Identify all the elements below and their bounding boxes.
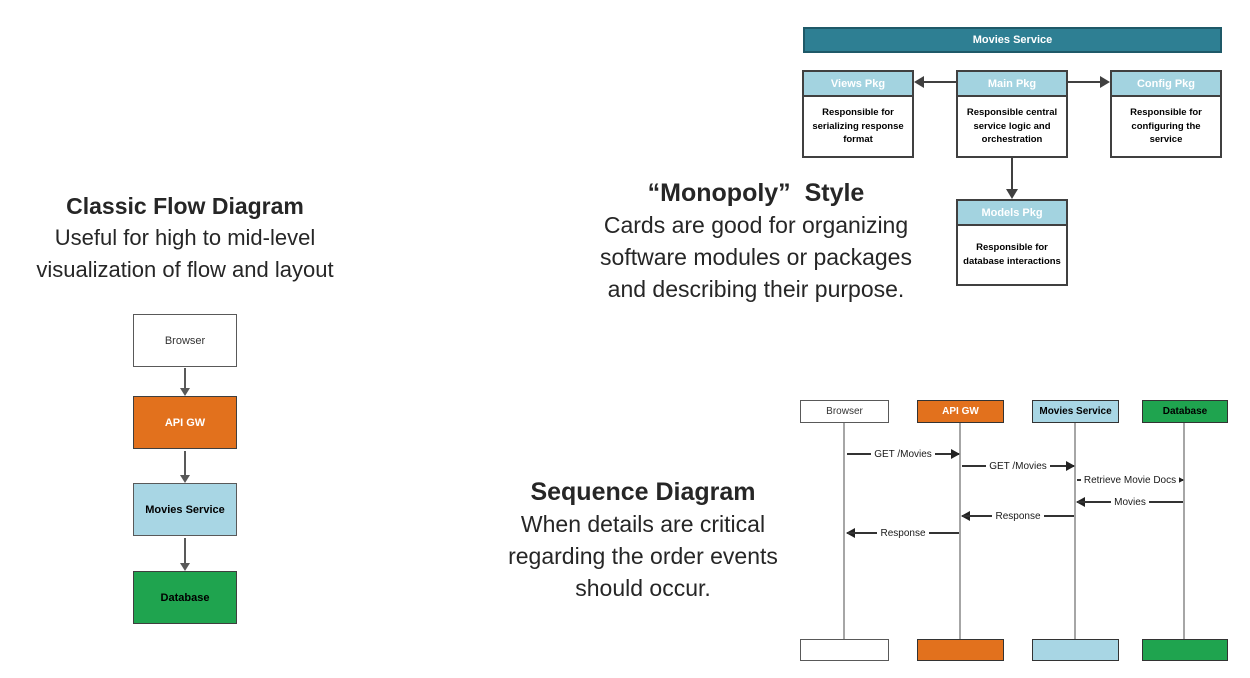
card-section-desc-line-3: and describing their purpose.	[607, 276, 905, 302]
sequence-message-response-1: Response	[961, 509, 1075, 523]
card-main-pkg: Main Pkg Responsible central service log…	[956, 70, 1068, 158]
sequence-message-response-2: Response	[846, 526, 960, 540]
flow-section-desc-line-1: Useful for high to mid-level	[54, 225, 316, 250]
card-container-label: Movies Service	[972, 34, 1053, 46]
flow-node-database-label: Database	[160, 591, 210, 604]
card-views-pkg: Views Pkg Responsible for serializing re…	[802, 70, 914, 158]
flow-section-caption: Classic Flow Diagram Useful for high to …	[8, 190, 362, 286]
sequence-message-get-movies-2-label: GET /Movies	[986, 460, 1050, 472]
sequence-participant-api-gw-label: API GW	[942, 406, 979, 417]
sequence-message-retrieve-movie-docs: Retrieve Movie Docs	[1076, 473, 1184, 487]
card-models-pkg: Models Pkg Responsible for database inte…	[956, 199, 1068, 286]
lifeline-browser	[843, 423, 845, 640]
flow-node-api-gw-label: API GW	[164, 416, 206, 429]
card-arrow-main-to-views-head	[914, 76, 924, 88]
sequence-endpoint-api-gw	[917, 639, 1004, 661]
card-main-pkg-body: Responsible central service logic and or…	[966, 106, 1058, 146]
card-views-pkg-title: Views Pkg	[804, 72, 912, 97]
flow-arrow-apigw-to-movies	[180, 451, 190, 483]
sequence-message-movies-label: Movies	[1111, 496, 1149, 508]
sequence-section-desc-line-3: should occur.	[575, 575, 711, 601]
flow-node-browser: Browser	[133, 314, 237, 367]
card-arrow-main-to-views-line	[924, 81, 956, 83]
card-config-pkg: Config Pkg Responsible for configuring t…	[1110, 70, 1222, 158]
sequence-participant-movies-service-label: Movies Service	[1039, 406, 1112, 417]
card-section-desc-line-1: Cards are good for organizing	[603, 212, 909, 238]
card-section-caption: “Monopoly” Style Cards are good for orga…	[578, 177, 934, 305]
sequence-participant-movies-service: Movies Service	[1032, 400, 1119, 423]
lifeline-movies-service	[1074, 423, 1076, 640]
flow-node-movies-service: Movies Service	[133, 483, 237, 536]
sequence-participant-database: Database	[1142, 400, 1228, 423]
sequence-message-response-1-label: Response	[992, 510, 1044, 522]
lifeline-api-gw	[959, 423, 961, 640]
flow-arrow-movies-to-database	[180, 538, 190, 571]
card-config-pkg-body: Responsible for configuring the service	[1130, 106, 1202, 146]
card-arrow-main-to-config-line	[1068, 81, 1100, 83]
sequence-section-caption: Sequence Diagram When details are critic…	[476, 476, 810, 604]
lifeline-database	[1183, 423, 1185, 640]
sequence-endpoint-browser	[800, 639, 889, 661]
sequence-message-get-movies-1: GET /Movies	[846, 447, 960, 461]
flow-node-database: Database	[133, 571, 237, 624]
sequence-message-retrieve-movie-docs-label: Retrieve Movie Docs	[1080, 474, 1180, 486]
card-container-movies-service: Movies Service	[803, 27, 1222, 53]
sequence-message-get-movies-2: GET /Movies	[961, 459, 1075, 473]
card-config-pkg-title: Config Pkg	[1112, 72, 1220, 97]
sequence-message-movies: Movies	[1076, 495, 1184, 509]
card-views-pkg-body: Responsible for serializing response for…	[812, 106, 904, 146]
sequence-section-title: Sequence Diagram	[530, 478, 756, 506]
sequence-message-get-movies-1-label: GET /Movies	[871, 448, 935, 460]
card-section-desc-line-2: software modules or packages	[600, 244, 912, 270]
sequence-section-desc-line-1: When details are critical	[520, 511, 766, 537]
flow-node-browser-label: Browser	[164, 334, 206, 347]
sequence-participant-api-gw: API GW	[917, 400, 1004, 423]
card-main-pkg-title: Main Pkg	[958, 72, 1066, 97]
flow-arrow-browser-to-apigw	[180, 368, 190, 396]
card-arrow-main-to-models-head	[1006, 189, 1018, 199]
flow-section-title: Classic Flow Diagram	[66, 193, 304, 219]
card-arrow-main-to-config-head	[1100, 76, 1110, 88]
sequence-endpoint-database	[1142, 639, 1228, 661]
flow-section-desc-line-2: visualization of flow and layout	[36, 257, 334, 282]
card-arrow-main-to-models-line	[1011, 156, 1013, 189]
sequence-participant-browser: Browser	[800, 400, 889, 423]
sequence-endpoint-movies-service	[1032, 639, 1119, 661]
sequence-message-response-2-label: Response	[877, 527, 929, 539]
card-models-pkg-title: Models Pkg	[958, 201, 1066, 226]
sequence-participant-browser-label: Browser	[826, 406, 863, 417]
flow-node-movies-service-label: Movies Service	[145, 503, 225, 516]
card-section-title: “Monopoly” Style	[647, 179, 865, 207]
sequence-participant-database-label: Database	[1162, 406, 1208, 417]
flow-node-api-gw: API GW	[133, 396, 237, 449]
sequence-section-desc-line-2: regarding the order events	[508, 543, 778, 569]
card-models-pkg-body: Responsible for database interactions	[963, 242, 1061, 267]
